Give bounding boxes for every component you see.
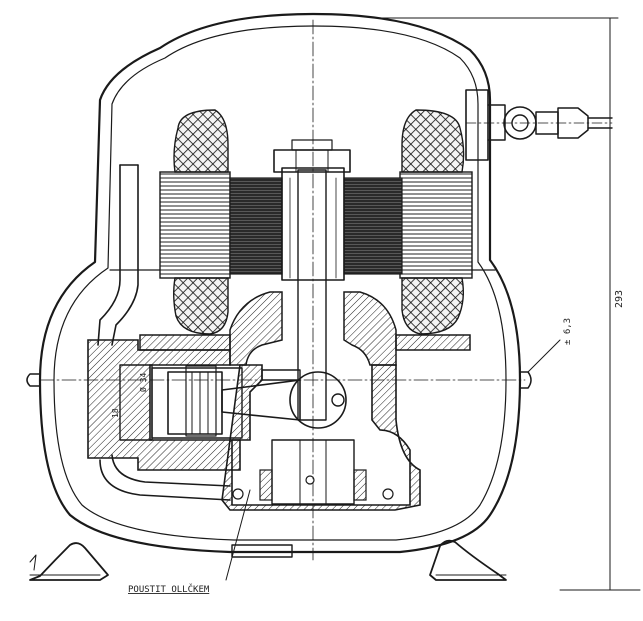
base-foot-right	[429, 539, 507, 581]
shaft-nut	[273, 139, 351, 173]
dimension-small-label: ± 6,3	[563, 318, 573, 345]
piston	[167, 365, 223, 437]
stator-core-left	[159, 171, 231, 279]
crank-housing	[221, 364, 421, 511]
crankshaft	[281, 167, 345, 421]
note-leader	[29, 489, 251, 581]
suction-pipe	[97, 164, 231, 501]
stator-winding-top-left	[173, 109, 229, 173]
stator-core-right	[399, 171, 473, 279]
dimension-height-label: 293	[614, 290, 625, 308]
shell-flange-left	[26, 373, 41, 387]
stator-winding-bottom-left	[173, 277, 229, 335]
shell-flange-right: ± 6,3	[519, 318, 573, 389]
oil-pickup	[231, 544, 293, 558]
bearing-housing	[139, 291, 471, 366]
base-foot-left	[29, 542, 109, 581]
footer-note: POUSTIT OLLČKEM	[128, 583, 210, 595]
stator-winding-bottom-right	[401, 277, 465, 335]
cylinder-block: Ø 34 18	[87, 339, 243, 471]
small-dim-label: 18	[111, 408, 120, 418]
height-dimension: 293	[377, 17, 641, 591]
discharge-fitting	[465, 89, 613, 161]
rotor-right	[343, 177, 403, 275]
stator-winding-top-right	[401, 109, 465, 173]
rotor-left	[229, 177, 283, 275]
bore-label: Ø 34	[138, 373, 148, 392]
